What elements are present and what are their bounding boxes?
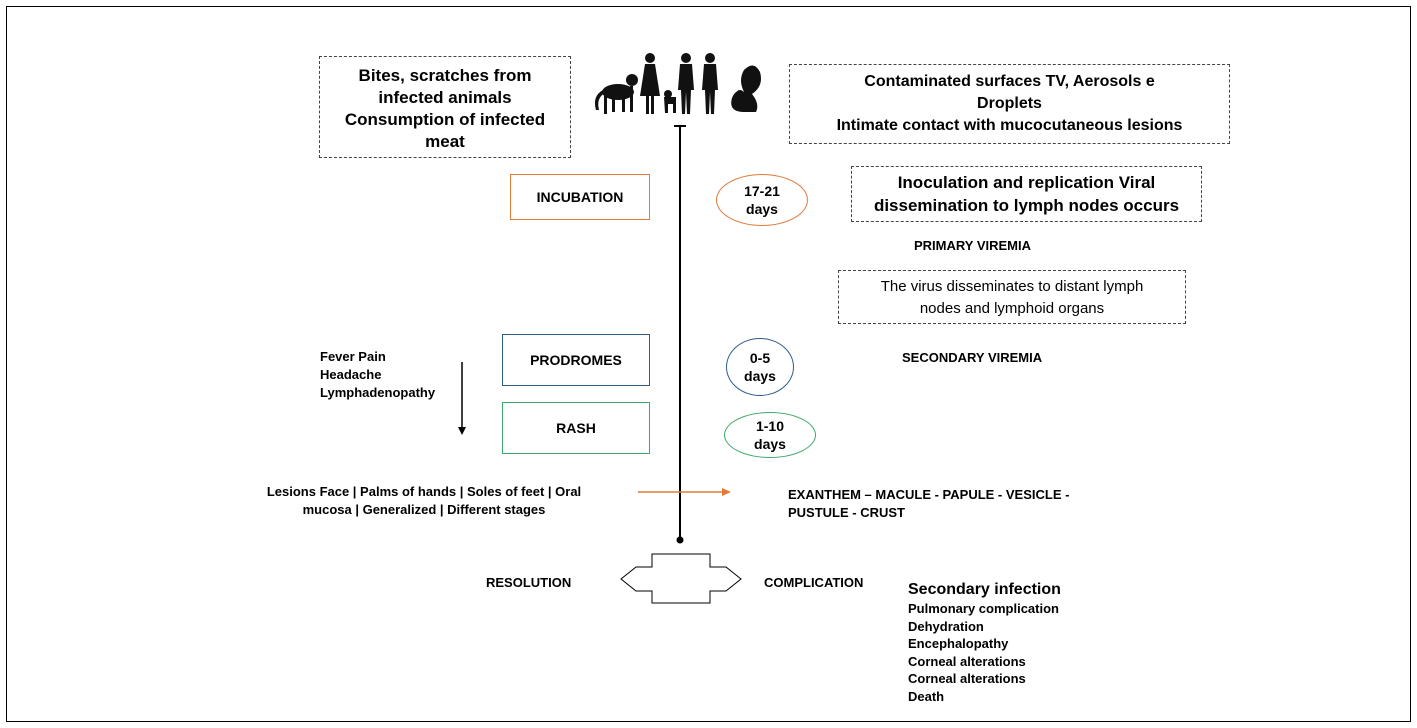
- dissemination-line-1: The virus disseminates to distant lymph: [880, 278, 1144, 295]
- duration-rash: 1-10 days: [724, 412, 816, 458]
- secondary-viremia-label: SECONDARY VIREMIA: [902, 350, 1043, 365]
- resolution-label: RESOLUTION: [486, 575, 572, 590]
- animal-route-line-2: infected animals: [378, 88, 512, 107]
- duration-incubation-unit: days: [746, 201, 778, 217]
- complication-item: Pulmonary complication: [908, 601, 1059, 616]
- duration-prodromes-unit: days: [744, 368, 776, 384]
- exanthem-line-2: PUSTULE - CRUST: [788, 505, 905, 520]
- symptom-item: Headache: [320, 367, 382, 382]
- inoculation-line-2: dissemination to lymph nodes occurs: [873, 196, 1180, 215]
- inoculation-box: Inoculation and replication Viral dissem…: [851, 166, 1202, 222]
- dissemination-line-2: nodes and lymphoid organs: [919, 300, 1105, 317]
- complications-list: Secondary infection Pulmonary complicati…: [908, 580, 1061, 705]
- complication-item: Encephalopathy: [908, 636, 1009, 651]
- inoculation-line-1: Inoculation and replication Viral: [897, 173, 1156, 192]
- lesions-line-1: Lesions Face | Palms of hands | Soles of…: [266, 484, 582, 499]
- duration-prodromes-range: 0-5: [749, 350, 771, 366]
- stage-prodromes: PRODROMES: [502, 334, 650, 386]
- human-route-line-1: Contaminated surfaces TV, Aerosols e: [864, 73, 1155, 90]
- duration-rash-unit: days: [754, 436, 786, 452]
- animal-route-line-4: meat: [425, 132, 465, 151]
- duration-rash-range: 1-10: [755, 418, 784, 434]
- human-route-line-2: Droplets: [977, 95, 1042, 112]
- exanthem-line-1: EXANTHEM – MACULE - PAPULE - VESICLE -: [788, 487, 1070, 502]
- complication-label: COMPLICATION: [764, 575, 864, 590]
- complication-item: Dehydration: [908, 618, 984, 634]
- stage-rash: RASH: [502, 402, 650, 454]
- lesions-text: Lesions Face | Palms of hands | Soles of…: [224, 483, 624, 519]
- outcome-split-arrow: [620, 553, 742, 604]
- animal-route-line-1: Bites, scratches from: [358, 66, 532, 85]
- symptom-item: Fever Pain: [320, 349, 386, 364]
- primary-viremia-label: PRIMARY VIREMIA: [914, 238, 1032, 253]
- complication-item: Corneal alterations: [908, 671, 1026, 686]
- timeline-end-dot: [676, 536, 684, 544]
- duration-prodromes: 0-5 days: [726, 338, 794, 396]
- dissemination-box: The virus disseminates to distant lymph …: [838, 270, 1186, 324]
- complication-item: Corneal alterations: [908, 653, 1026, 669]
- symptom-item: Lymphadenopathy: [320, 385, 436, 400]
- symptoms-list: Fever Pain Headache Lymphadenopathy: [320, 348, 435, 402]
- animal-transmission-box: Bites, scratches from infected animals C…: [319, 56, 571, 158]
- lesion-arrow-head: [722, 488, 731, 496]
- duration-incubation-range: 17-21: [744, 183, 780, 199]
- symptom-arrow-head: [458, 427, 466, 435]
- duration-incubation: 17-21 days: [716, 174, 808, 226]
- human-transmission-box: Contaminated surfaces TV, Aerosols e Dro…: [789, 64, 1230, 144]
- animal-route-line-3: Consumption of infected: [344, 110, 546, 129]
- lesions-line-2: mucosa | Generalized | Different stages: [302, 502, 546, 517]
- exanthem-text: EXANTHEM – MACULE - PAPULE - VESICLE - P…: [788, 486, 1069, 522]
- stage-incubation: INCUBATION: [510, 174, 650, 220]
- complications-title: Secondary infection: [908, 581, 1061, 598]
- complication-item: Death: [908, 688, 945, 704]
- figure-frame: [6, 6, 1411, 722]
- human-route-line-3: Intimate contact with mucocutaneous lesi…: [836, 117, 1183, 134]
